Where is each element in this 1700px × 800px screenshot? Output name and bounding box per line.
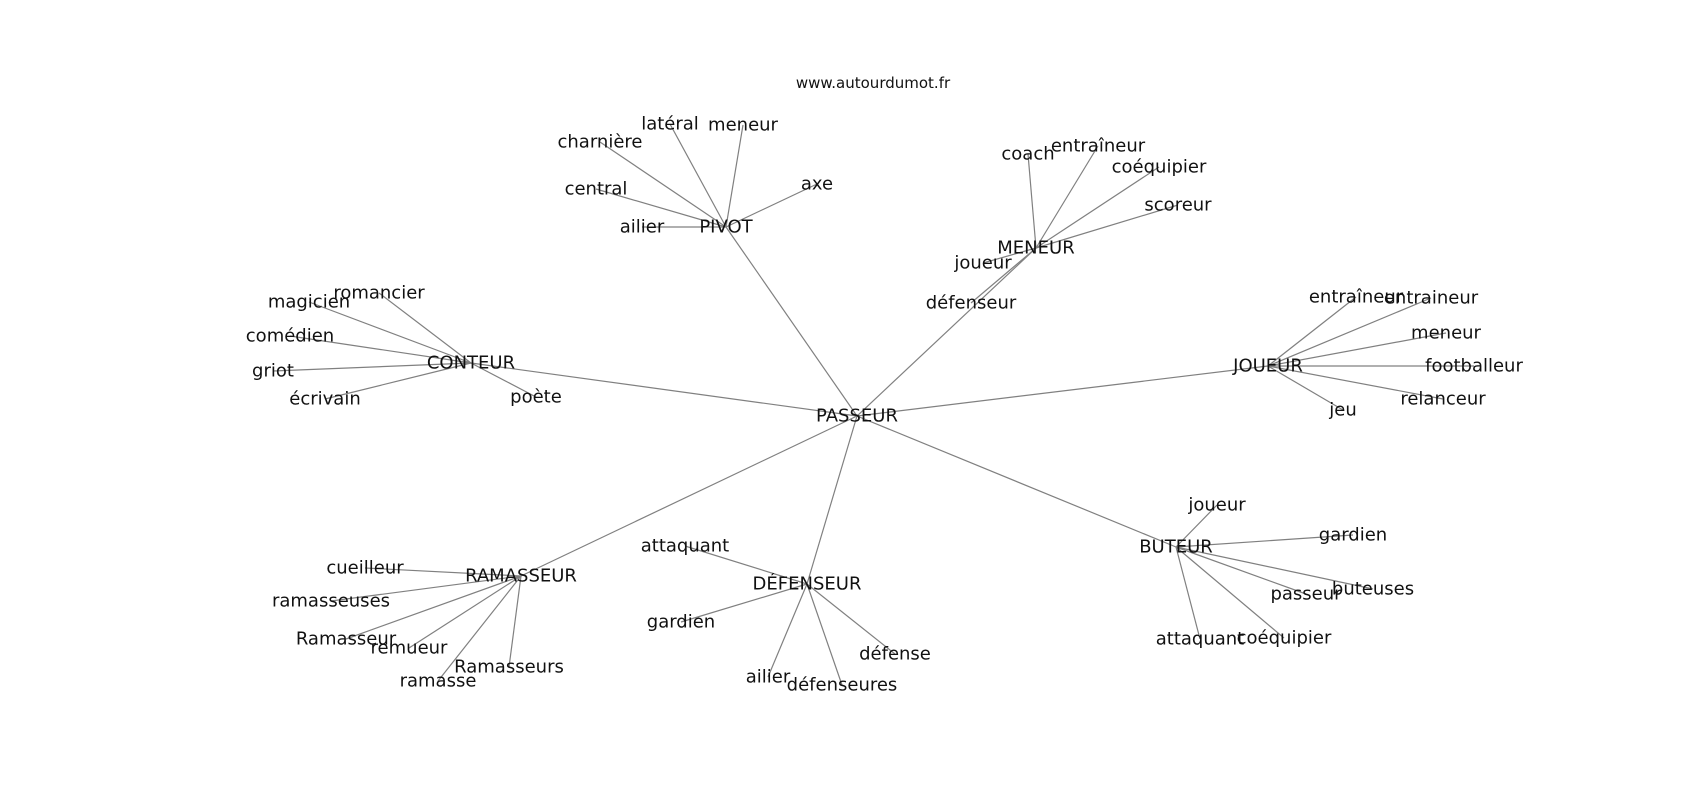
edges-layer [272,123,1474,686]
edge-ramasseur-cueilleur [364,567,522,577]
node-leaf-defenseur-defense: défense [859,644,931,665]
node-leaf-ramasseur-remueur: remueur [371,638,449,659]
node-leaf-meneur-scoreur: scoreur [1144,195,1212,216]
edge-buteur-attaquant [1175,546,1201,640]
node-hub-joueur: JOUEUR [1232,356,1303,377]
node-leaf-joueur-meneur: meneur [1411,323,1481,344]
edge-joueur-entraineur-circ [1267,296,1357,367]
node-leaf-ramasseur-cueilleur: cueilleur [326,558,404,579]
edge-pivot-charniere [599,141,727,228]
edge-conteur-ecrivain [324,362,472,400]
node-leaf-ramasseur-Ramasseur: Ramasseur [296,629,397,650]
node-leaf-joueur-relanceur: relanceur [1400,389,1486,410]
node-leaf-pivot-axe: axe [801,174,833,195]
node-leaf-meneur-joueur: joueur [953,253,1012,274]
edge-pivot-axe [725,183,818,228]
node-leaf-conteur-ecrivain: écrivain [289,389,360,410]
node-leaf-defenseur-attaquant: attaquant [641,536,730,557]
node-leaf-pivot-ailier: ailier [620,217,665,238]
edge-pivot-lateral [669,123,727,228]
edge-meneur-coach [1027,153,1037,249]
edge-conteur-comedien [289,335,472,364]
node-leaf-pivot-meneur: meneur [708,115,778,136]
node-leaf-conteur-poete: poète [510,387,562,408]
node-hub-defenseur: DÉFENSEUR [753,573,862,595]
node-hub-pivot: PIVOT [699,217,753,238]
node-leaf-conteur-magicien: magicien [268,292,350,313]
edge-conteur-poete [470,362,537,398]
edge-ramasseur-remueur [408,575,522,649]
edge-pivot-meneur [725,124,744,228]
node-leaf-defenseur-gardien: gardien [647,612,715,633]
edge-conteur-romancier [378,292,472,364]
edge-buteur-gardien [1175,534,1354,548]
edge-meneur-coequipier [1035,166,1160,249]
edge-buteur-joueur [1175,504,1218,548]
edge-conteur-griot [272,362,472,372]
node-leaf-joueur-entraineur-circ: entraîneur [1309,287,1404,308]
edge-passeur-joueur [856,365,1269,417]
node-leaf-buteur-passeur: passeur [1270,584,1342,605]
node-leaf-defenseur-defenseures: défenseures [787,675,898,696]
node-leaf-ramasseur-Ramasseurs: Ramasseurs [454,657,564,678]
node-leaf-joueur-jeu: jeu [1328,400,1356,421]
node-leaf-conteur-romancier: romancier [333,283,425,304]
edge-buteur-coequipier [1175,546,1285,639]
edge-buteur-buteuses [1175,546,1374,590]
edge-passeur-pivot [725,226,858,417]
edge-ramasseur-ramasseuses [330,575,522,602]
node-leaf-defenseur-ailier: ailier [746,667,791,688]
edge-ramasseur-Ramasseur [345,575,522,640]
node-leaf-ramasseur-ramasseuses: ramasseuses [272,591,390,612]
node-leaf-meneur-entraineur: entraîneur [1051,136,1146,157]
node-hub-ramasseur: RAMASSEUR [465,566,577,587]
node-leaf-buteur-buteuses: buteuses [1332,579,1414,600]
node-leaf-buteur-attaquant: attaquant [1156,629,1245,650]
edge-joueur-entraineur [1267,297,1432,367]
edge-defenseur-attaquant [684,545,808,585]
node-leaf-joueur-entraineur: entraineur [1384,288,1479,309]
edge-pivot-central [595,188,727,228]
edge-defenseur-ailier [767,583,808,678]
node-leaf-joueur-footballeur: footballeur [1425,356,1523,377]
node-hub-conteur: CONTEUR [427,353,515,374]
node-leaf-ramasseur-ramasse: ramasse [400,671,477,692]
node-leaf-conteur-griot: griot [252,361,294,382]
edge-joueur-relanceur [1267,365,1444,400]
node-leaf-buteur-gardien: gardien [1319,525,1387,546]
edge-meneur-defenseur [970,247,1037,304]
node-leaf-meneur-defenseur: défenseur [926,293,1017,314]
watermark: www.autourdumot.fr [796,74,951,92]
node-leaf-meneur-coequipier: coéquipier [1112,157,1207,178]
node-leaf-pivot-lateral: latéral [641,114,699,135]
edge-meneur-joueur [982,247,1037,264]
edge-passeur-conteur [470,362,858,417]
node-leaf-buteur-coequipier: coéquipier [1237,628,1332,649]
node-leaf-pivot-central: central [565,179,628,200]
edge-passeur-buteur [856,415,1177,548]
edge-defenseur-defense [806,583,896,655]
edge-buteur-passeur [1175,546,1307,595]
edge-passeur-defenseur [806,415,858,585]
edge-defenseur-defenseures [806,583,843,686]
edge-joueur-jeu [1267,365,1344,411]
edge-defenseur-gardien [680,583,808,623]
node-leaf-meneur-coach: coach [1001,144,1054,165]
node-leaf-conteur-comedien: comédien [246,326,334,347]
node-hub-buteur: BUTEUR [1139,537,1213,558]
edge-passeur-meneur [856,247,1037,417]
edge-meneur-entraineur [1035,145,1099,249]
node-hub-meneur: MENEUR [997,238,1074,259]
edge-passeur-ramasseur [520,415,858,577]
edge-conteur-magicien [308,301,472,364]
edge-ramasseur-Ramasseurs [508,575,522,668]
node-leaf-buteur-joueur: joueur [1187,495,1246,516]
edge-meneur-scoreur [1035,204,1179,249]
edge-ramasseur-ramasse [437,575,522,682]
edge-joueur-meneur [1267,332,1447,367]
node-leaf-pivot-charniere: charnière [558,132,643,153]
node-center-passeur: PASSEUR [816,406,898,427]
